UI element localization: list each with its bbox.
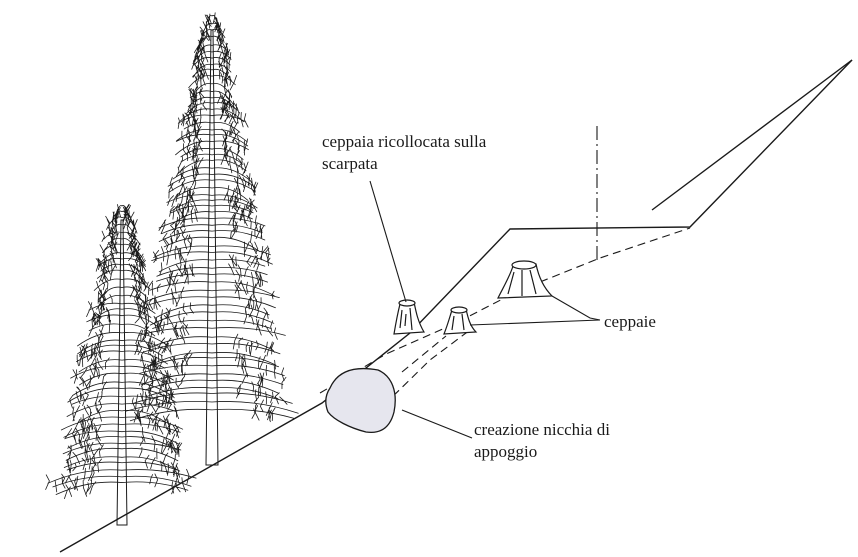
label-support-niche-line1: creazione nicchia di <box>474 419 610 441</box>
label-relocated-stump: ceppaia ricollocata sulla scarpata <box>322 131 486 175</box>
stump-middle <box>444 307 476 334</box>
label-support-niche-line2: appoggio <box>474 441 610 463</box>
leader-ceppaie-upper <box>552 296 600 320</box>
relocated-stump <box>394 300 424 334</box>
leader-ceppaia <box>370 181 406 302</box>
label-support-niche: creazione nicchia di appoggio <box>474 419 610 463</box>
leader-nicchia <box>402 410 472 438</box>
leader-ceppaie-lower <box>470 320 600 325</box>
pine-tree-right <box>126 13 299 465</box>
stump-upper <box>498 261 552 298</box>
conifer-trees <box>46 13 299 525</box>
pine-tree-left <box>46 204 196 525</box>
label-stumps-text: ceppaie <box>604 311 656 333</box>
label-relocated-stump-line2: scarpata <box>322 153 486 175</box>
back-slope-line <box>652 60 852 210</box>
support-niche <box>326 369 395 433</box>
lower-dashed-line <box>384 330 470 405</box>
label-stumps: ceppaie <box>604 311 656 333</box>
label-relocated-stump-line1: ceppaia ricollocata sulla <box>322 131 486 153</box>
